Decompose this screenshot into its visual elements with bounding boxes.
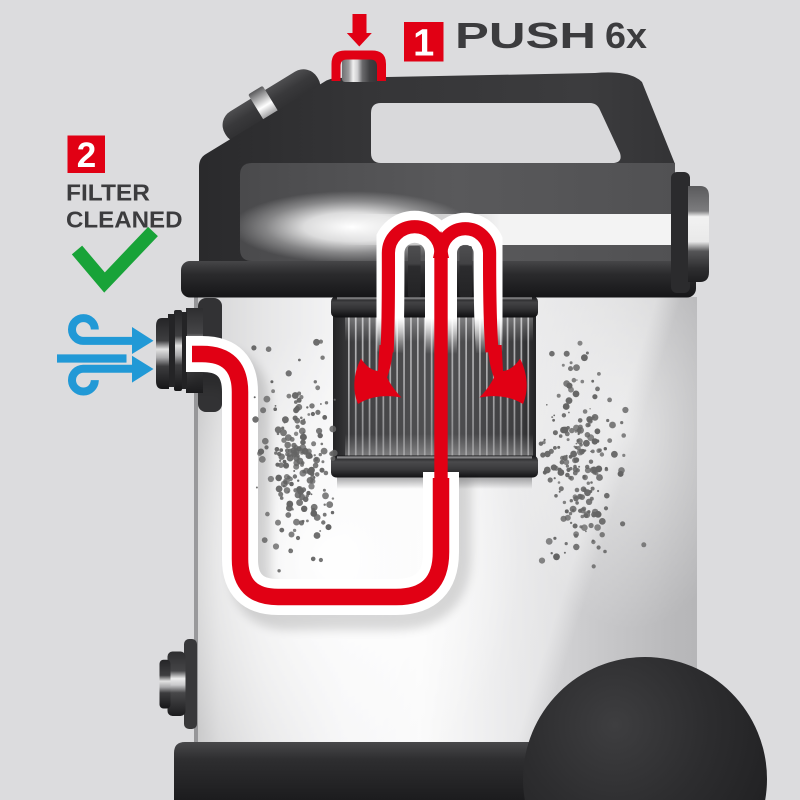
svg-text:2: 2 xyxy=(77,136,96,175)
svg-text:PUSH: PUSH xyxy=(455,15,596,56)
svg-text:FILTER: FILTER xyxy=(66,180,150,206)
svg-text:6x: 6x xyxy=(605,15,647,56)
svg-text:1: 1 xyxy=(413,23,434,65)
svg-text:CLEANED: CLEANED xyxy=(66,207,183,233)
